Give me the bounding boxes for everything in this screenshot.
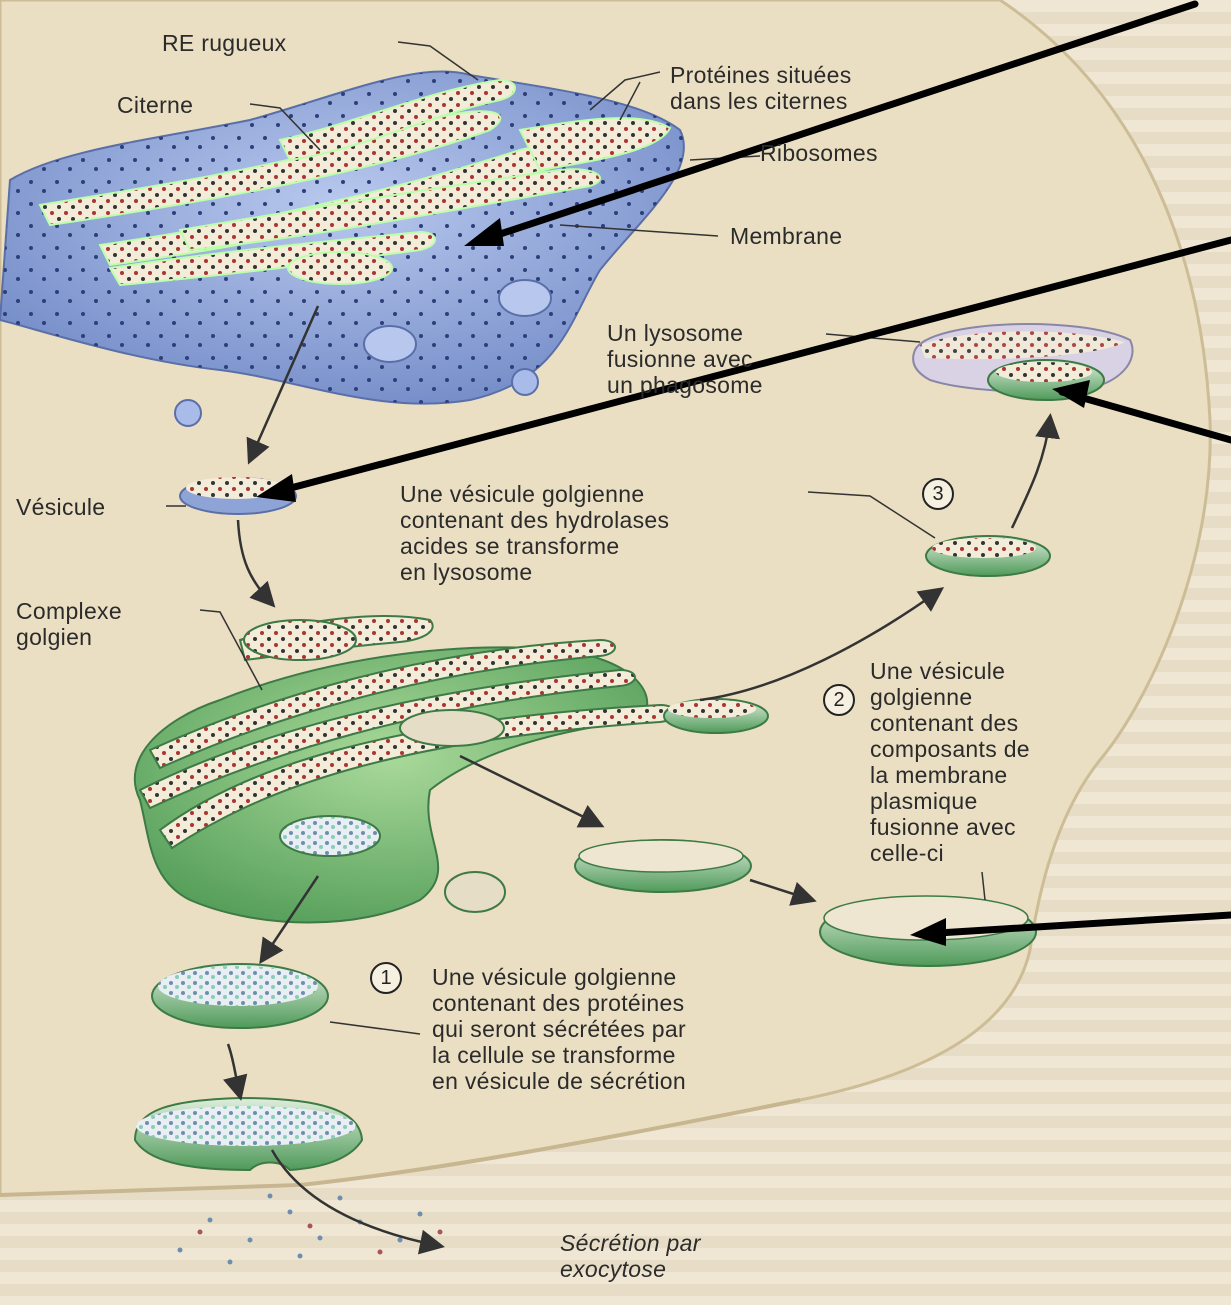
label-ribosomes: Ribosomes xyxy=(760,140,878,166)
label-step1-text: Une vésicule golgienne contenant des pro… xyxy=(432,964,686,1094)
label-step2-text: Une vésicule golgienne contenant des com… xyxy=(870,658,1030,866)
small-vesicle xyxy=(512,369,538,395)
step-number-2: 2 xyxy=(823,684,855,716)
golgi-bud-vesicle xyxy=(664,699,768,733)
label-lysosome-fusion: Un lysosome fusionne avec un phagosome xyxy=(607,320,763,398)
label-proteines: Protéines situées dans les citernes xyxy=(670,62,852,114)
label-step3-text: Une vésicule golgienne contenant des hyd… xyxy=(400,481,669,585)
label-complexe-golgien: Complexe golgien xyxy=(16,598,122,650)
label-vesicule: Vésicule xyxy=(16,494,105,520)
step-number-1: 1 xyxy=(370,962,402,994)
exocytosis-vesicle xyxy=(135,1098,362,1170)
label-secretion-exocytose: Sécrétion par exocytose xyxy=(560,1230,701,1282)
hydrolase-vesicle xyxy=(926,536,1050,576)
small-vesicle xyxy=(175,400,201,426)
membrane-vesicle xyxy=(575,840,751,892)
label-citerne: Citerne xyxy=(117,92,193,118)
secretory-vesicle xyxy=(152,964,328,1028)
label-membrane: Membrane xyxy=(730,223,842,249)
step-number-3: 3 xyxy=(922,478,954,510)
label-re-rugueux: RE rugueux xyxy=(162,30,286,56)
